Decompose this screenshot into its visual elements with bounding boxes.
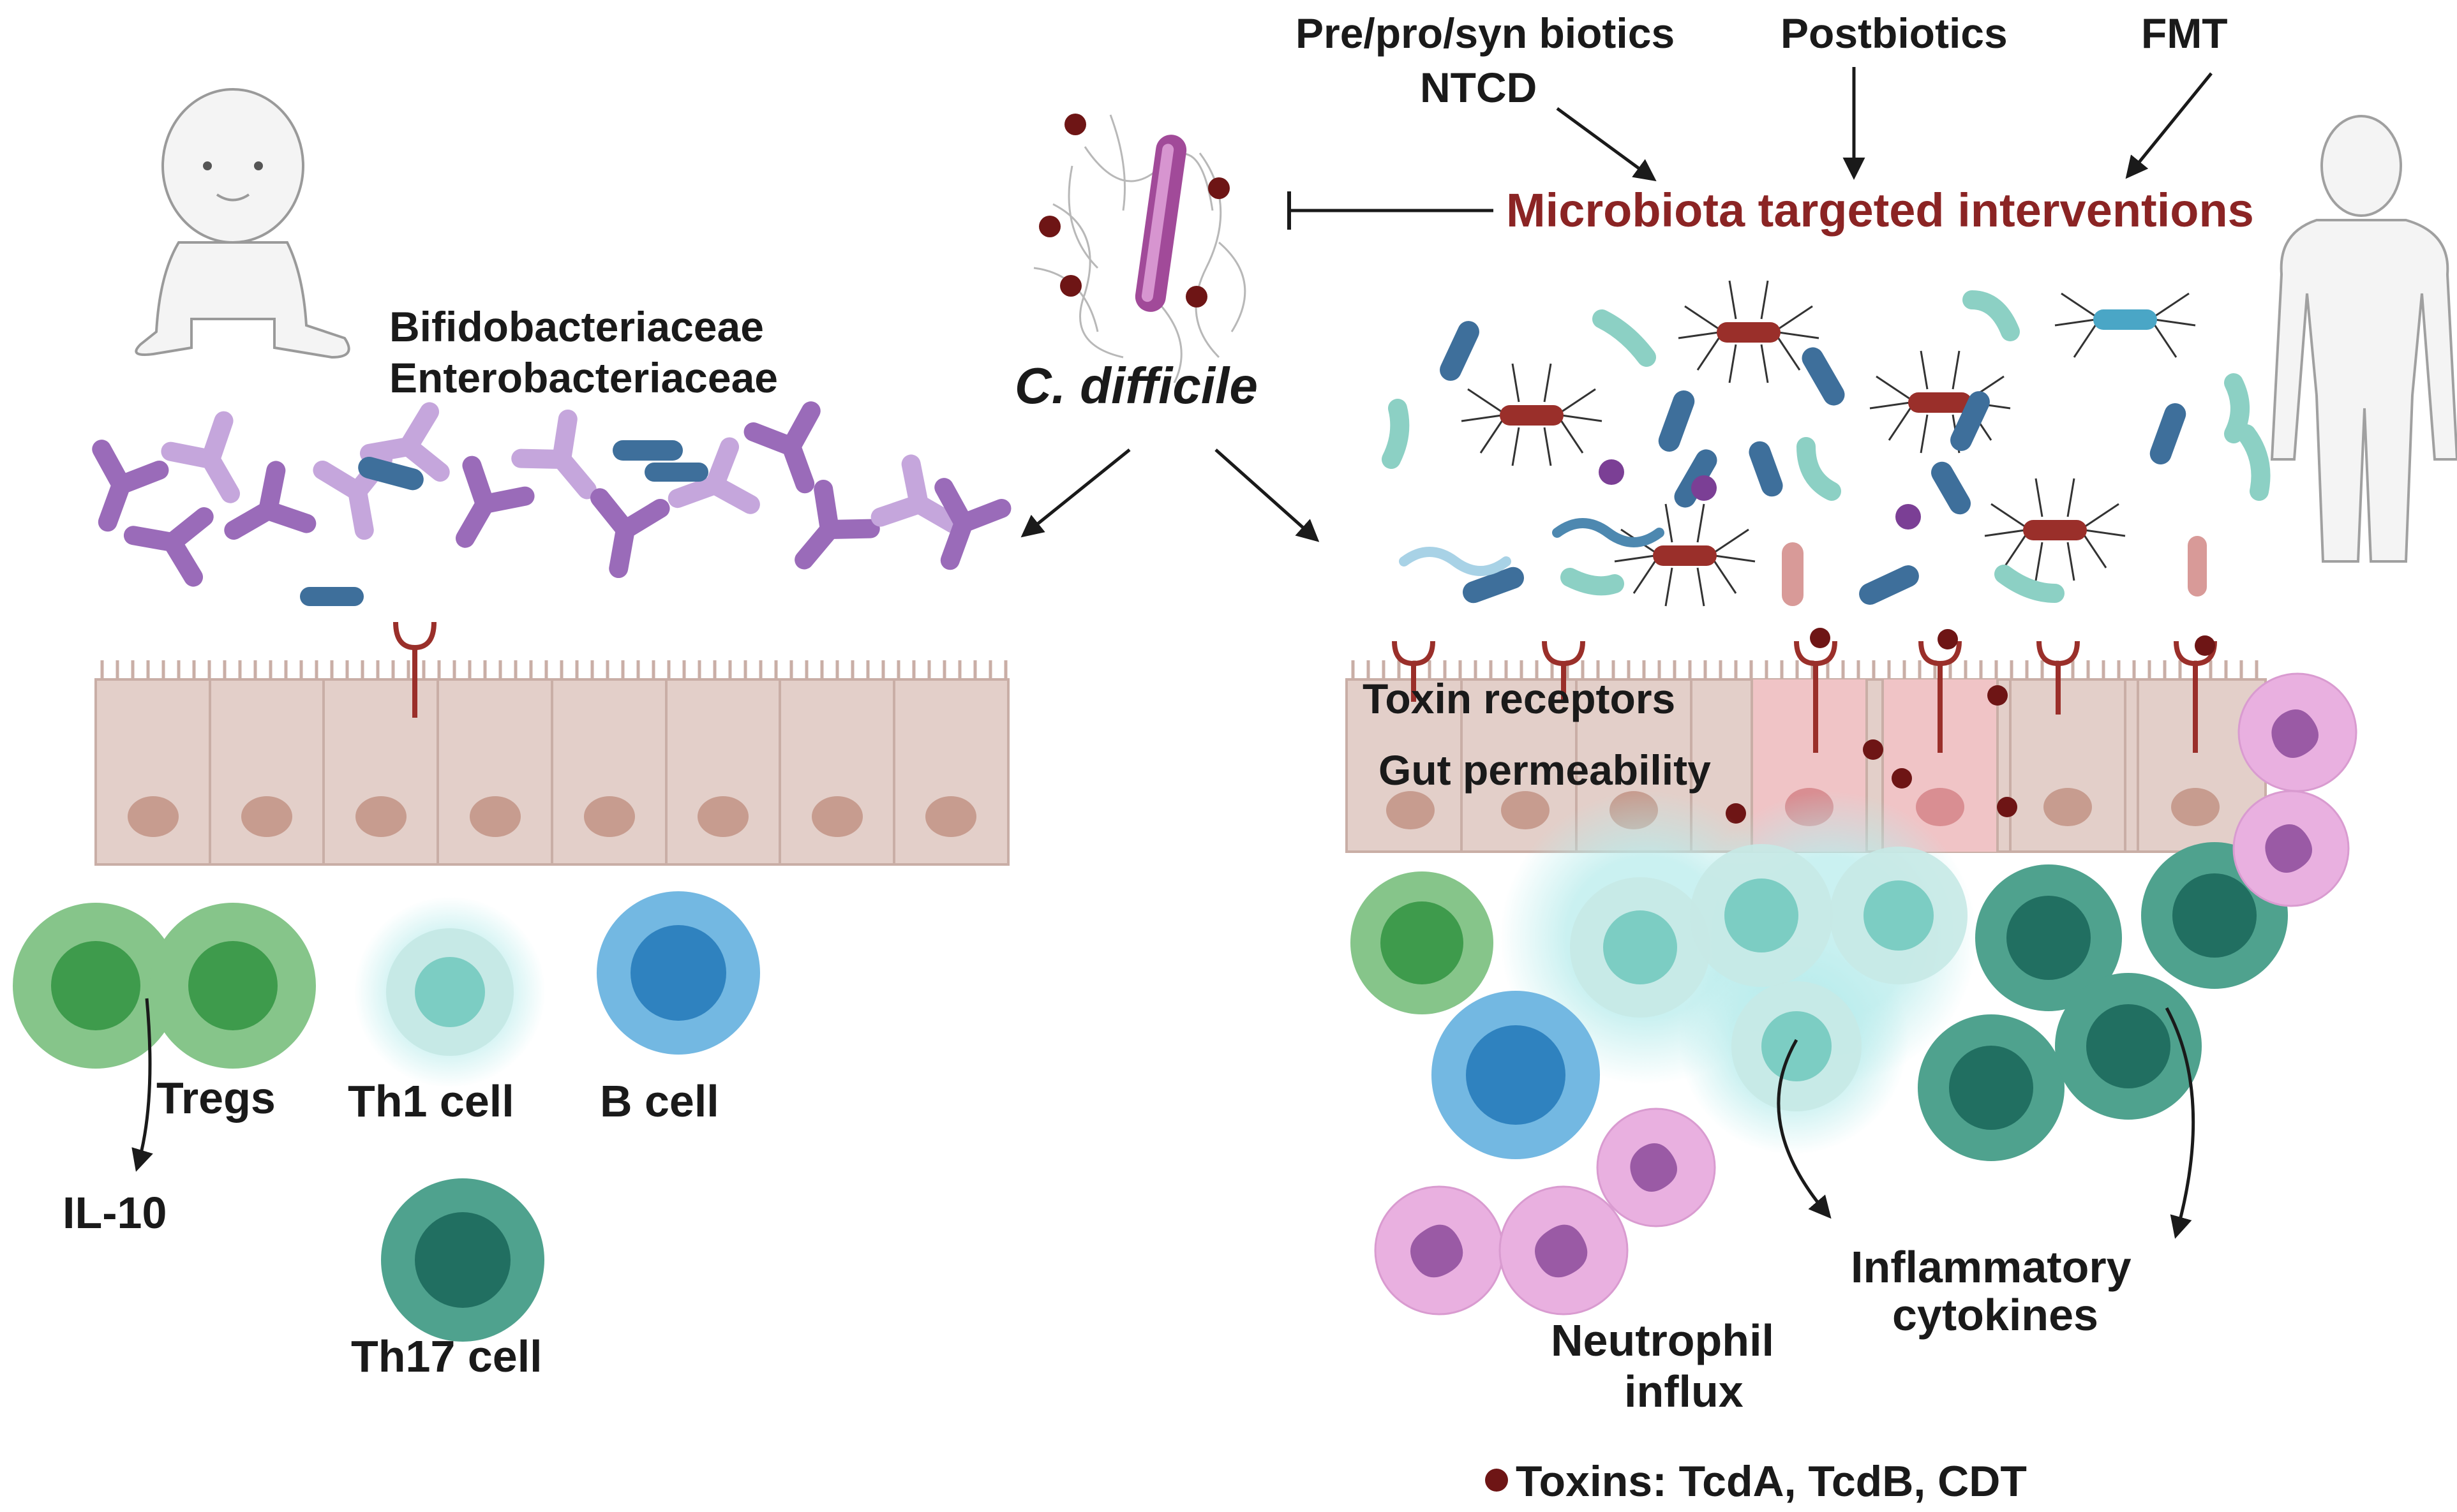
bifidobacteria-cluster: [79, 411, 1002, 579]
prebiotics-label: Pre/pro/syn biotics: [1296, 10, 1675, 57]
gut-permeability-label: Gut permeability: [1378, 746, 1711, 794]
il10-label: IL-10: [63, 1188, 167, 1238]
fmt-label: FMT: [2141, 10, 2228, 57]
fmt-arrow: [2125, 72, 2213, 179]
neutrophil-cytokine-arrow: [1777, 1039, 1832, 1219]
toxin-receptors-row: [1392, 641, 2217, 753]
cdiff-label: C. difficile: [1015, 357, 1258, 414]
th17-label: Th17 cell: [351, 1331, 542, 1381]
th17-cell: [381, 1178, 544, 1342]
prebiotics-arrow: [1556, 107, 1657, 182]
cdiff-bacterium-icon: [1033, 114, 1246, 383]
inflammatory-label-line1: Inflammatory: [1851, 1242, 2132, 1292]
interventions-label: Microbiota targeted interventions: [1506, 184, 2254, 237]
right-th17-cells: [1918, 842, 2288, 1161]
tregs-label: Tregs: [156, 1073, 276, 1123]
right-th1-cells: [1500, 791, 1977, 1155]
adult-figure-icon: [2270, 115, 2457, 563]
neutrophil-icon: [1374, 672, 2357, 1316]
neutrophil-label-line1: Neutrophil: [1551, 1316, 1774, 1365]
right-b-cell: [1431, 991, 1600, 1159]
toxin-receptor-icon: [393, 621, 437, 718]
b-cell: [597, 891, 760, 1055]
cdiff-to-adult-arrow: [1214, 448, 1320, 542]
ntcd-label: NTCD: [1420, 64, 1537, 111]
right-treg-cell: [1350, 871, 1493, 1014]
th17-cytokine-arrow: [2165, 1007, 2195, 1239]
bifido-label: Bifidobacteriaceae: [389, 303, 764, 350]
toxin-dot-icon: [1485, 1469, 1508, 1492]
th1-label: Th1 cell: [348, 1076, 514, 1126]
healthy-epithelium: [94, 660, 1010, 866]
inflammatory-label-line2: cytokines: [1892, 1290, 2098, 1340]
neutrophil-label-line2: influx: [1624, 1367, 1744, 1416]
postbiotics-label: Postbiotics: [1781, 10, 2008, 57]
entero-label: Enterobacteriaceae: [389, 354, 778, 401]
infant-figure-icon: [135, 88, 350, 359]
il10-arrow: [131, 998, 153, 1172]
bcell-label: B cell: [600, 1076, 719, 1126]
cdiff-to-infant-arrow: [1020, 448, 1131, 538]
enterobacteria-rods: [300, 440, 708, 606]
th1-cell: [354, 896, 546, 1088]
toxin-dots: [1726, 628, 2215, 824]
treg-cell: [13, 903, 316, 1069]
dysbiotic-microbiota: [1382, 280, 2271, 607]
toxin-receptors-label: Toxin receptors: [1363, 675, 1675, 722]
toxins-legend-label: Toxins: TcdA, TcdB, CDT: [1516, 1457, 2027, 1506]
